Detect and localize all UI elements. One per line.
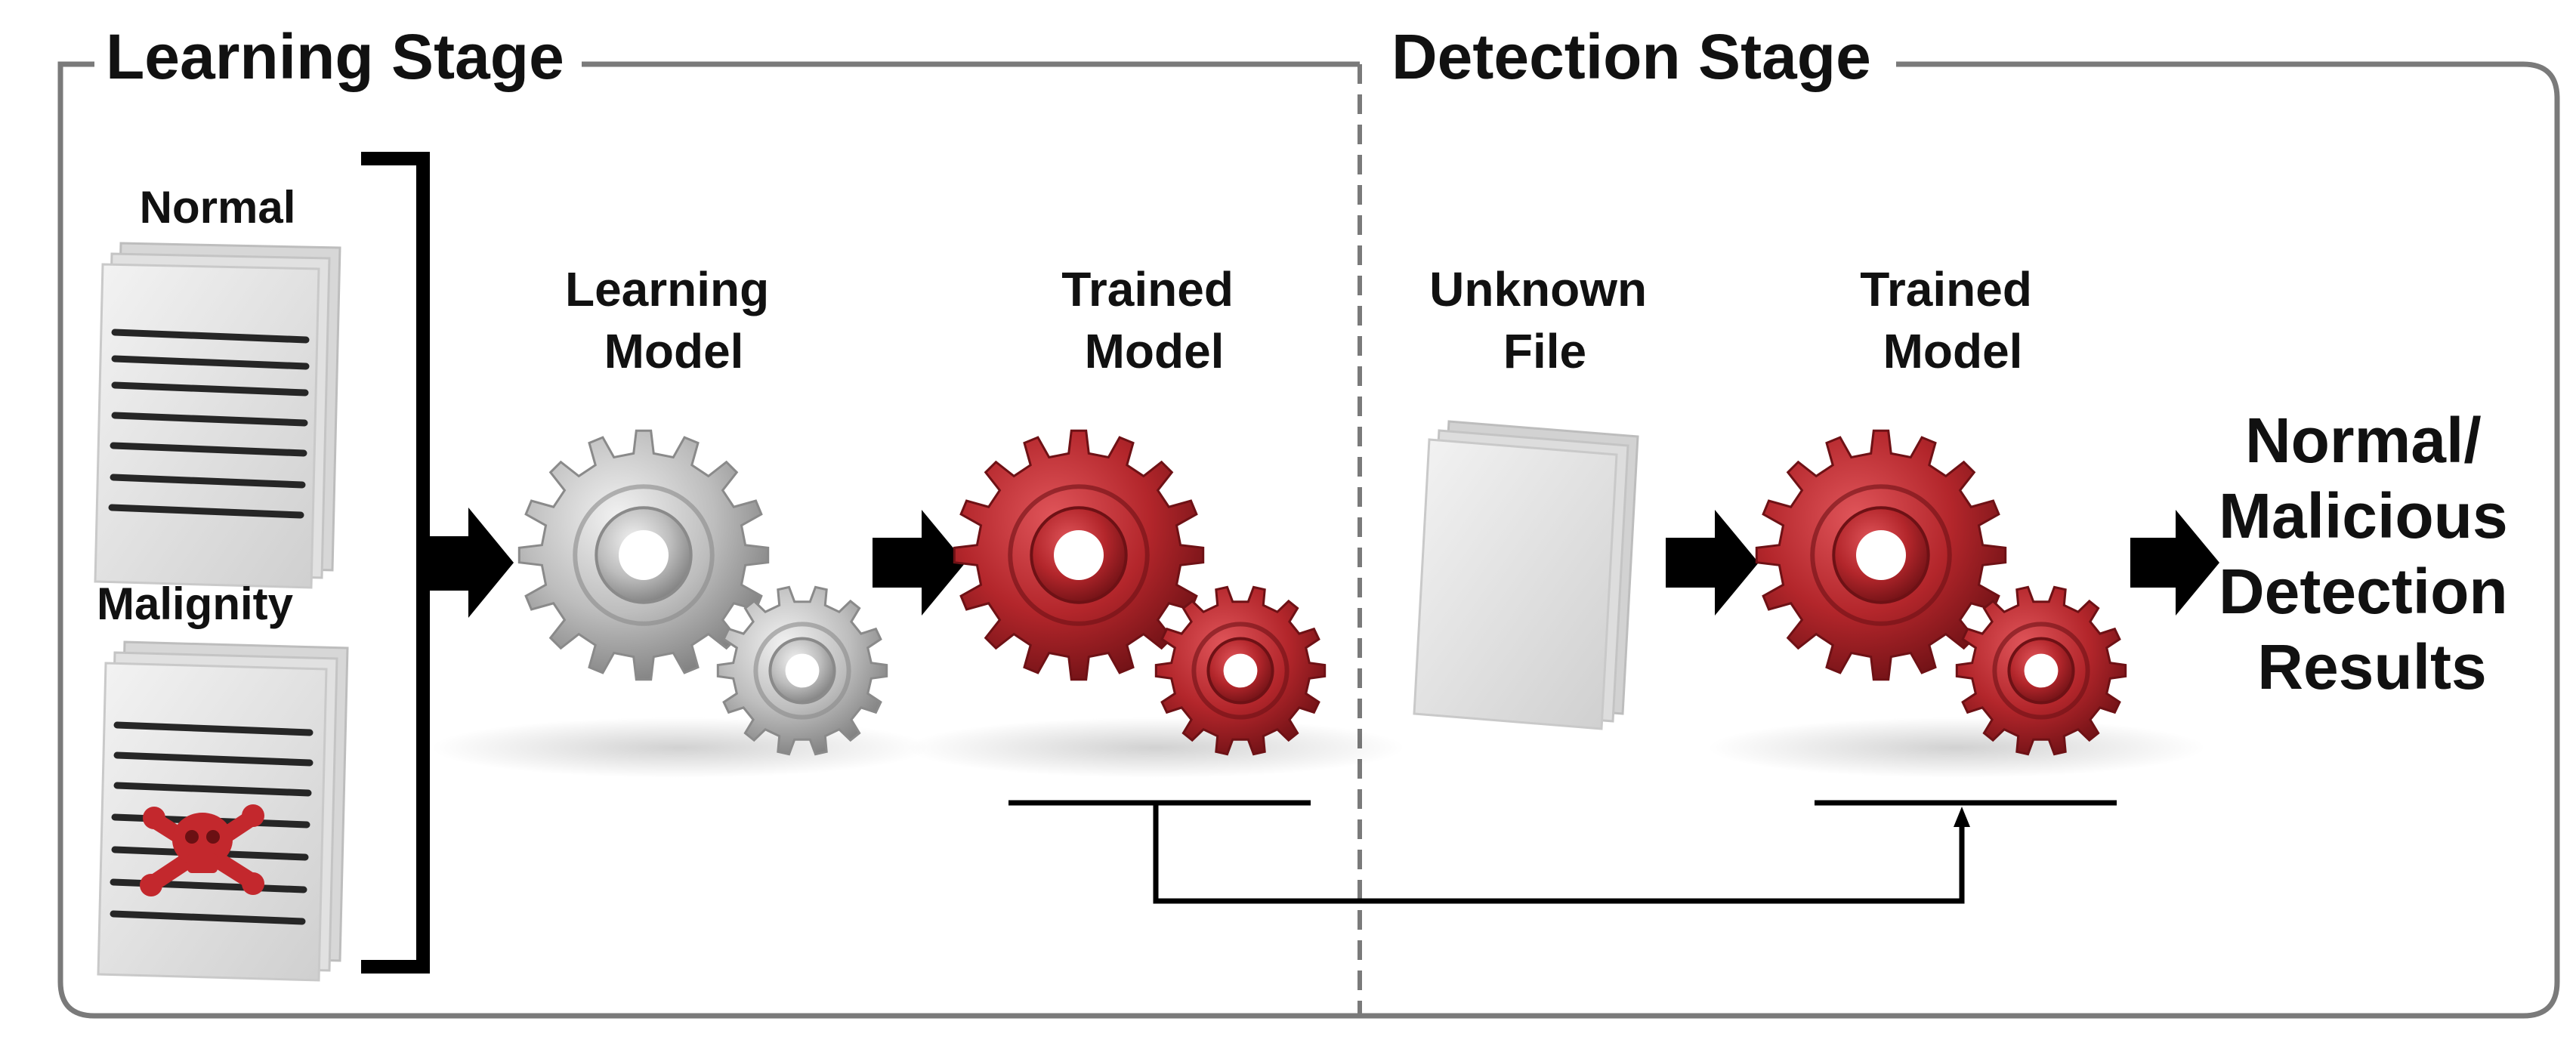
- learning-model-label: Learning Model: [565, 262, 783, 378]
- detection-trained-model-label: Trained Model: [1860, 262, 2045, 378]
- small-gear-icon: [716, 585, 888, 756]
- arrow-icon-3: [1666, 510, 1759, 616]
- small-gear-icon: [1955, 585, 2127, 756]
- large-gear-icon: [953, 429, 1205, 681]
- training-set-bracket: [361, 152, 430, 974]
- stage-frame: [57, 61, 2560, 1019]
- large-gear-icon: [1755, 429, 2007, 681]
- unknown-file-icon: [1413, 420, 1639, 730]
- trained-model-gear-icon: [953, 429, 1327, 756]
- gear-shadow: [1707, 717, 2206, 778]
- gear-shadow: [907, 717, 1405, 778]
- arrow-icon-4: [2130, 510, 2219, 616]
- detection-stage-title: Detection Stage: [1391, 21, 1871, 92]
- skull-crossbones-document-icon: [97, 640, 349, 982]
- unknown-file-label: Unknown File: [1429, 262, 1660, 378]
- learning-stage-title: Learning Stage: [106, 21, 564, 92]
- arrow-icon-2: [873, 510, 965, 616]
- arrow-icon-1: [423, 508, 514, 618]
- large-gear-icon: [517, 429, 770, 681]
- small-gear-icon: [1154, 585, 1327, 756]
- document-stack-icon: [94, 242, 341, 589]
- malignity-doc-label: Malignity: [97, 579, 294, 629]
- connector-arrowhead: [1954, 807, 1970, 827]
- normal-doc-label: Normal: [140, 182, 296, 233]
- trained-model-label: Trained Model: [1061, 262, 1246, 378]
- model-transfer-connector: [1153, 803, 1965, 904]
- detection-result-label: Normal/ Malicious Detection Results: [2219, 405, 2525, 702]
- skull-icon: [140, 804, 264, 896]
- learning-model-gear-icon: [517, 429, 888, 756]
- detection-trained-model-gear-icon: [1755, 429, 2127, 756]
